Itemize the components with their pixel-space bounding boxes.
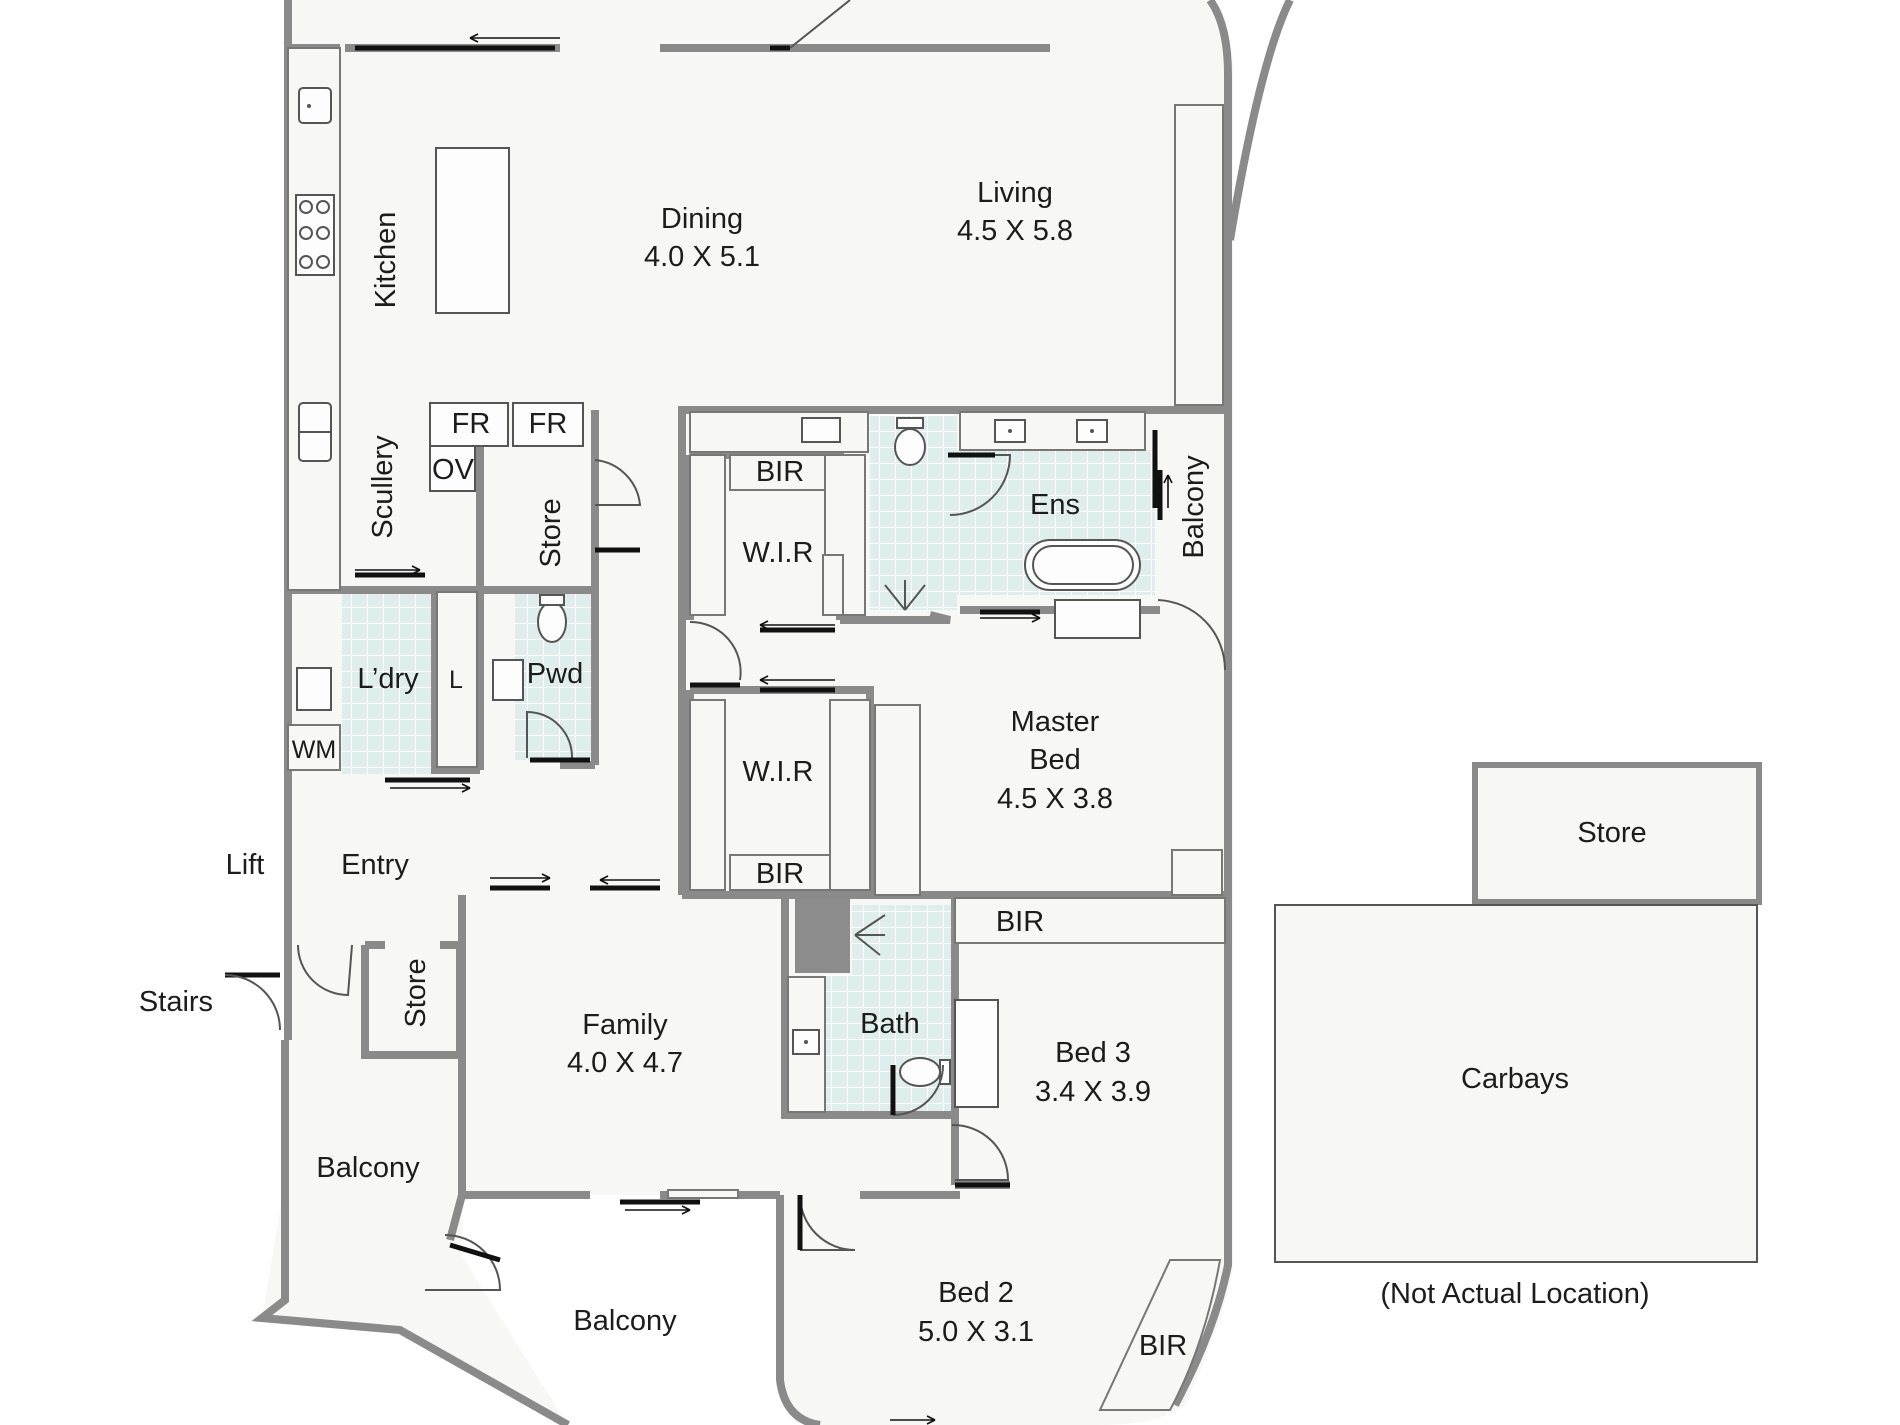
label-master-1: Master [1011,706,1100,738]
bir-mid-cabinet [729,854,831,891]
fixtures [287,47,1226,1411]
wir-mid-robe [874,704,921,896]
label-scullery: Scullery [367,435,399,539]
label-laundry: L’dry [357,663,419,695]
label-living: Living [977,177,1053,209]
label-fr-1: FR [452,408,491,440]
ensuite-shower [822,554,844,616]
fridge-2 [512,402,584,447]
doors [224,452,1227,1291]
wir-mid-shelf-right [829,699,871,891]
vanity-top [801,417,841,443]
pwd-vanity [492,659,524,701]
master-bench [1054,599,1141,639]
label-linen: L [449,666,463,694]
bed3-robe [954,999,999,1108]
label-dining-size: 4.0 X 5.1 [644,241,760,273]
label-bed2-size: 5.0 X 3.1 [918,1316,1034,1348]
label-carbays: Carbays [1461,1063,1569,1095]
wir-top-shelf-left [689,454,726,616]
label-bath: Bath [860,1008,920,1040]
label-entry: Entry [341,849,409,881]
scullery-sink-icon [298,402,332,462]
label-bir-bed2: BIR [1139,1330,1187,1362]
label-lift: Lift [226,849,265,881]
wir-mid-shelf-left [689,699,726,891]
label-store-upper: Store [535,498,567,567]
label-master-2: Bed [1029,744,1081,776]
label-wir-top: W.I.R [743,537,814,569]
label-not-actual-location: (Not Actual Location) [1380,1278,1649,1310]
store-outbuilding [1472,762,1762,905]
outbuildings [1274,762,1762,1263]
label-living-size: 4.5 X 5.8 [957,215,1073,247]
label-family: Family [582,1009,668,1041]
oven [429,445,476,492]
label-bir-mid: BIR [756,858,804,890]
label-bed3: Bed 3 [1055,1037,1131,1069]
room-labels: Dining 4.0 X 5.1 Living 4.5 X 5.8 Kitche… [139,177,1650,1362]
sliding-doors [355,0,1173,1425]
carbays-outbuilding [1274,904,1758,1263]
ensuite-vanity-icon [959,411,1146,451]
label-family-size: 4.0 X 4.7 [567,1047,683,1079]
kitchen-sink-icon [298,87,332,124]
ensuite-toilet-icon [894,417,926,466]
bathtub-icon [1024,539,1141,591]
bath-tiles [825,975,952,1115]
laundry-tub-icon [296,667,332,711]
bench-top [689,411,869,453]
shower-icon [884,580,926,611]
label-store-entry: Store [400,958,432,1027]
kitchen-island [435,147,510,314]
label-kitchen: Kitchen [370,212,402,309]
label-bir-bed3: BIR [996,906,1044,938]
label-bir-top: BIR [756,456,804,488]
toilet-icon [537,594,567,643]
cooktop-icon [295,194,335,276]
label-balcony-south: Balcony [573,1305,677,1337]
label-store-outbuilding: Store [1577,817,1646,849]
bed2-bir-cabinet [1098,1259,1222,1411]
label-wm: WM [292,736,336,764]
bir-top-cabinet [729,454,826,491]
kitchen-bench [287,47,341,591]
label-ov: OV [432,454,475,486]
bath-shower-icon [854,914,886,956]
label-fr-2: FR [529,408,568,440]
label-master-size: 4.5 X 3.8 [997,783,1113,815]
living-window-unit [1174,104,1224,406]
fridge-1 [429,402,509,447]
bath-column [795,898,850,973]
linen-shelf [436,591,478,768]
label-pwd: Pwd [527,658,583,690]
bath-basin-icon [792,1029,820,1055]
laundry-tiles [342,592,437,774]
bed3-bir-cabinet [954,897,1226,944]
master-cabinet [1171,849,1223,896]
wm-cabinet [287,724,341,771]
label-dining: Dining [661,203,743,235]
label-balcony-side: Balcony [1178,455,1210,559]
bath-shower-tiles [852,905,952,975]
bath-toilet-icon [899,1057,951,1087]
label-stairs: Stairs [139,986,213,1018]
label-bed3-size: 3.4 X 3.9 [1035,1076,1151,1108]
label-bed2: Bed 2 [938,1277,1014,1309]
label-ens: Ens [1030,489,1080,521]
label-balcony-west: Balcony [316,1152,420,1184]
label-wir-mid: W.I.R [743,756,814,788]
